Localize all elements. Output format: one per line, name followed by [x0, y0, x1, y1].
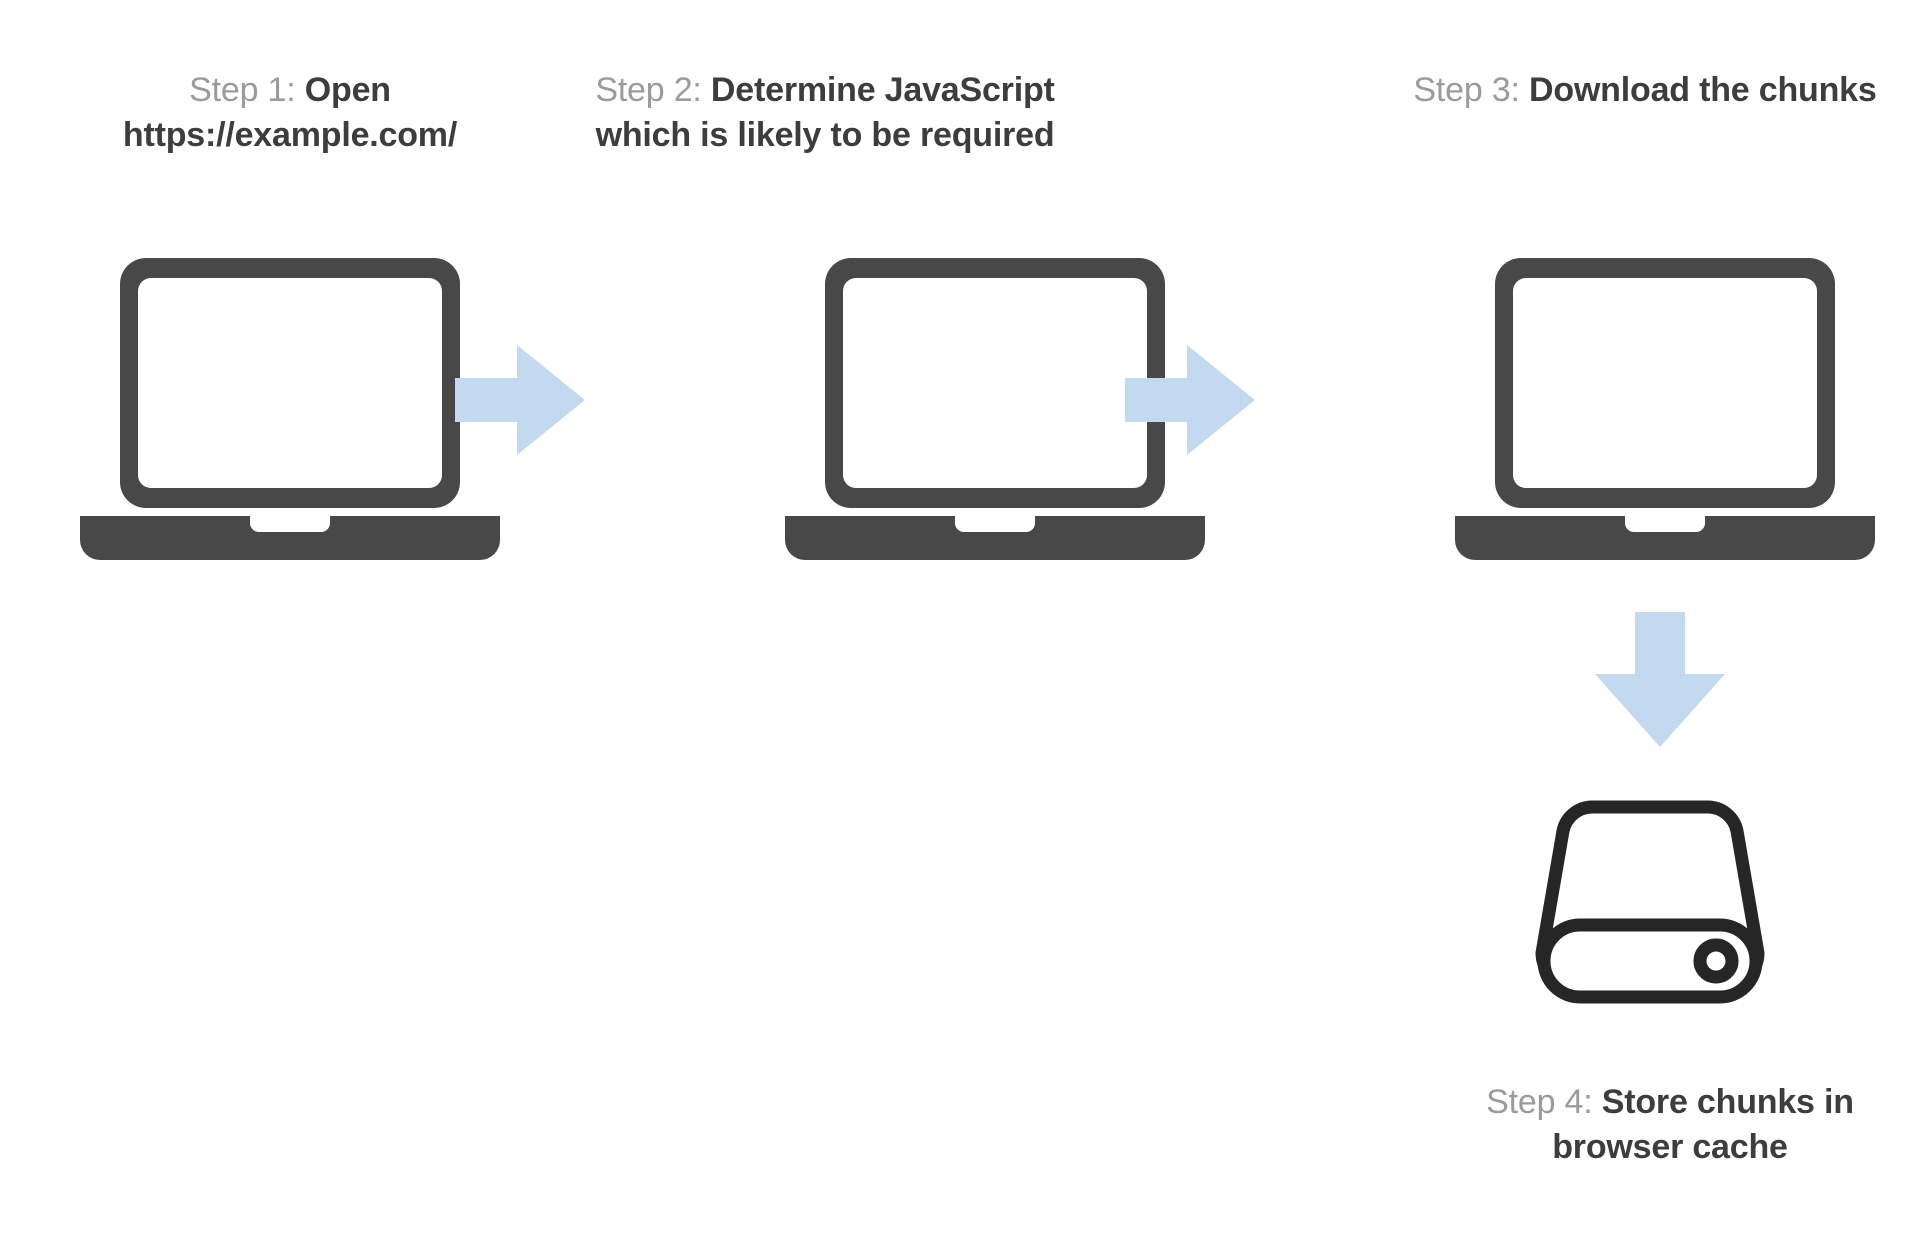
laptop-screen	[138, 278, 442, 488]
arrow-right-icon	[1125, 345, 1255, 455]
step-2-title: Determine JavaScript which is likely to …	[595, 71, 1055, 155]
step-3-prefix: Step 3:	[1413, 71, 1530, 109]
arrow-right-icon	[455, 345, 585, 455]
step-4-label: Step 4: Store chunks in browser cache	[1420, 1080, 1916, 1170]
arrow-down-icon	[1595, 612, 1725, 747]
step-3-label: Step 3: Download the chunks	[1400, 68, 1890, 113]
laptop-notch	[250, 516, 330, 532]
laptop-notch	[1625, 516, 1705, 532]
laptop-notch	[955, 516, 1035, 532]
step-2-prefix: Step 2:	[595, 71, 711, 109]
step-3-title: Download the chunks	[1529, 71, 1877, 109]
step-1-title: Open https://example.com/	[122, 71, 458, 155]
step-2-label: Step 2: Determine JavaScript which is li…	[545, 68, 1105, 158]
laptop-icon	[1455, 258, 1875, 578]
step-1-prefix: Step 1:	[189, 71, 305, 109]
step-1-label: Step 1: Open https://example.com/	[30, 68, 550, 158]
step-4-title: Store chunks in browser cache	[1552, 1083, 1854, 1167]
laptop-screen	[843, 278, 1147, 488]
laptop-screen	[1513, 278, 1817, 488]
laptop-icon	[785, 258, 1205, 578]
laptop-icon	[80, 258, 500, 578]
hard-drive-icon	[1535, 800, 1765, 1004]
step-4-prefix: Step 4:	[1486, 1083, 1602, 1121]
